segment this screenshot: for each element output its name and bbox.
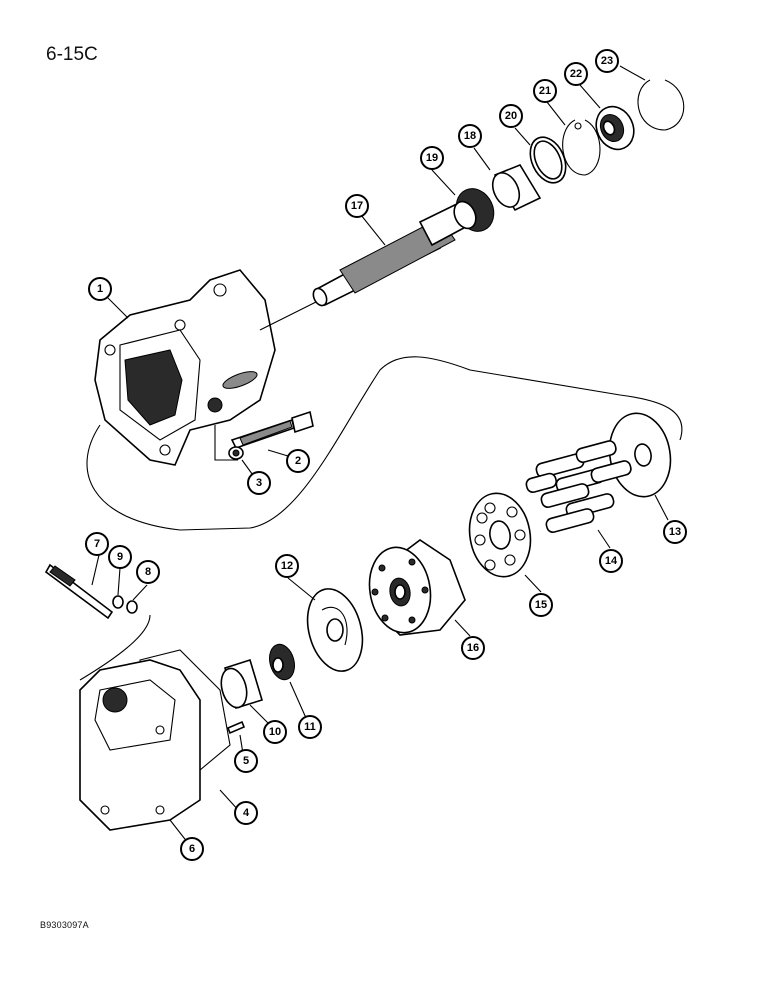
svg-text:17: 17 <box>351 200 363 212</box>
callout-11: 11 <box>298 715 322 739</box>
piston-group <box>525 440 632 533</box>
callout-9: 9 <box>108 545 132 569</box>
svg-text:19: 19 <box>426 152 438 164</box>
callout-23: 23 <box>595 49 619 73</box>
cylinder-block <box>368 539 466 636</box>
svg-text:16: 16 <box>467 642 479 654</box>
swashplate <box>608 412 672 498</box>
shaft-bearing <box>453 188 495 232</box>
svg-text:12: 12 <box>281 560 293 572</box>
drive-shaft <box>312 198 477 307</box>
backup-ring <box>126 600 138 614</box>
callout-18: 18 <box>458 124 482 148</box>
svg-text:21: 21 <box>539 85 551 97</box>
assembly-path-line <box>86 356 683 531</box>
assembly-path-line-3 <box>214 425 238 461</box>
callout-10: 10 <box>263 720 287 744</box>
bearing-cup-rear <box>220 658 263 710</box>
shaft-seal <box>595 105 635 151</box>
callout-5: 5 <box>234 749 258 773</box>
shaft-alignment-line <box>259 299 321 331</box>
svg-text:9: 9 <box>117 551 123 563</box>
figure-id: B9303097A <box>40 920 89 930</box>
svg-text:11: 11 <box>304 721 316 733</box>
bolt <box>230 410 314 449</box>
svg-text:3: 3 <box>256 477 262 489</box>
svg-text:20: 20 <box>505 110 517 122</box>
svg-text:23: 23 <box>601 55 613 67</box>
callout-16: 16 <box>461 636 485 660</box>
retainer-plate <box>468 492 532 578</box>
dowel-pin <box>226 720 246 735</box>
bearing-cone <box>269 643 295 681</box>
leader-lines <box>91 65 669 844</box>
svg-text:1: 1 <box>97 283 103 295</box>
callout-3: 3 <box>247 471 271 495</box>
svg-text:7: 7 <box>94 538 100 550</box>
svg-text:8: 8 <box>145 566 151 578</box>
callout-6: 6 <box>180 837 204 861</box>
svg-text:4: 4 <box>243 807 250 819</box>
svg-text:14: 14 <box>605 555 618 567</box>
callout-2: 2 <box>286 449 310 473</box>
svg-text:5: 5 <box>243 755 249 767</box>
retaining-ring <box>637 79 685 131</box>
snap-ring <box>562 119 601 176</box>
valve-plate <box>306 588 364 672</box>
callout-13: 13 <box>663 520 687 544</box>
rear-housing <box>79 659 201 831</box>
callout-7: 7 <box>85 532 109 556</box>
callout-21: 21 <box>533 79 557 103</box>
bearing-cup <box>491 164 542 212</box>
assembly-path-line-2 <box>79 614 151 681</box>
valve-plug <box>44 563 114 620</box>
callout-1: 1 <box>88 277 112 301</box>
callout-20: 20 <box>499 104 523 128</box>
svg-text:13: 13 <box>669 526 681 538</box>
callout-8: 8 <box>136 560 160 584</box>
svg-text:18: 18 <box>464 130 476 142</box>
svg-text:15: 15 <box>535 599 547 611</box>
svg-text:22: 22 <box>570 68 582 80</box>
callout-22: 22 <box>564 62 588 86</box>
callout-4: 4 <box>234 801 258 825</box>
front-housing <box>94 269 276 466</box>
page-reference: 6-15C <box>46 44 98 65</box>
svg-text:2: 2 <box>295 455 301 467</box>
small-o-ring <box>112 595 124 609</box>
callout-15: 15 <box>529 593 553 617</box>
svg-text:10: 10 <box>269 726 281 738</box>
callout-17: 17 <box>345 194 369 218</box>
callout-12: 12 <box>275 554 299 578</box>
callout-19: 19 <box>420 146 444 170</box>
callout-14: 14 <box>599 549 623 573</box>
svg-text:6: 6 <box>189 843 195 855</box>
